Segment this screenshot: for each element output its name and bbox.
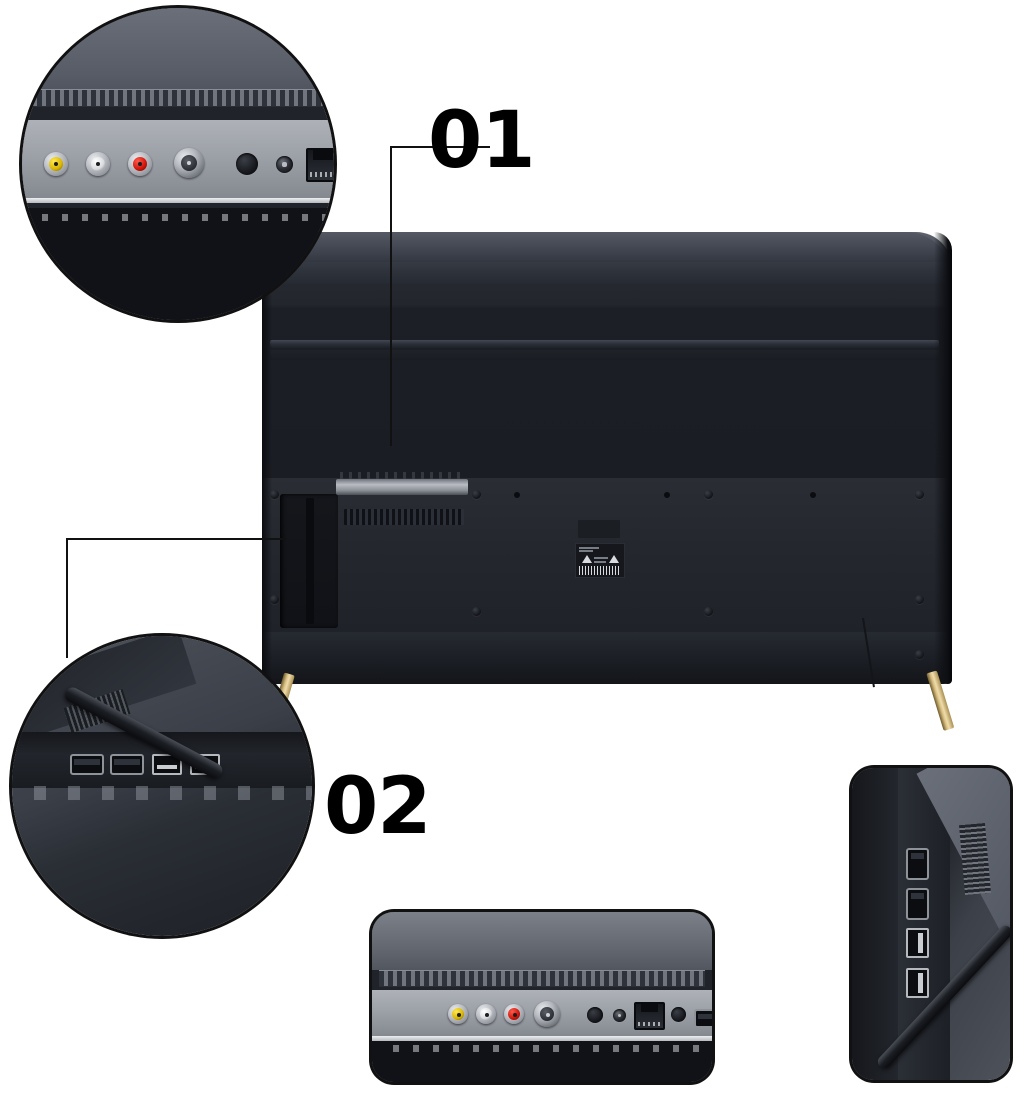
usb-port-1 bbox=[152, 754, 182, 775]
callout-01-panel-art bbox=[22, 8, 334, 320]
callout-number-01: 01 bbox=[428, 96, 536, 186]
callout-02-panel-art bbox=[12, 636, 312, 936]
tv-top-gloss-band-secondary bbox=[262, 262, 952, 284]
usb-port-1 bbox=[906, 928, 929, 958]
thumbnail-side-panel-art bbox=[852, 768, 1010, 1080]
callout-01-leader-horizontal bbox=[392, 146, 490, 148]
headphone-jack bbox=[236, 153, 258, 175]
vesa-hole bbox=[514, 492, 520, 498]
rca-audio-white bbox=[86, 152, 110, 176]
callout-02-leader-vertical bbox=[66, 538, 68, 658]
tv-horizontal-ridge bbox=[270, 340, 940, 348]
thumbnail-side-ports bbox=[852, 768, 1010, 1080]
usb-port-2 bbox=[906, 968, 929, 998]
side-edge-dark bbox=[852, 768, 898, 1080]
port-label-markings bbox=[378, 1044, 706, 1052]
ethernet-rj45-port bbox=[306, 148, 334, 182]
vesa-hole bbox=[915, 650, 924, 659]
tv-ventilation-slots bbox=[344, 509, 464, 525]
connector-mounting-plate bbox=[336, 479, 468, 495]
vesa-hole bbox=[270, 595, 279, 604]
side-port-labels bbox=[12, 786, 312, 800]
tv-right-edge-shadow bbox=[934, 232, 952, 684]
dc-power-jack bbox=[276, 156, 293, 173]
lower-bezel bbox=[22, 207, 334, 320]
thumbnail-bottom-ports bbox=[372, 912, 712, 1082]
tv-back-facet bbox=[12, 636, 197, 746]
tv-blank-plate bbox=[578, 520, 620, 538]
coax-rf-connector bbox=[174, 148, 204, 178]
tv-horizontal-ridge-shadow bbox=[270, 350, 940, 360]
tv-warning-label bbox=[575, 543, 625, 578]
dc-power-jack bbox=[613, 1009, 626, 1022]
hdmi-port-2 bbox=[906, 888, 929, 920]
connector-strip-rail bbox=[372, 1036, 712, 1042]
coax-rf-connector bbox=[534, 1001, 560, 1027]
vesa-hole bbox=[704, 607, 713, 616]
rca-audio-red bbox=[128, 152, 152, 176]
rca-video-yellow bbox=[448, 1004, 468, 1024]
tv-bottom-lip bbox=[262, 632, 952, 684]
vesa-hole bbox=[664, 492, 670, 498]
hdmi-port bbox=[694, 1009, 712, 1028]
tv-left-edge-shadow bbox=[262, 232, 272, 684]
ventilation-grille bbox=[28, 89, 328, 108]
vesa-hole bbox=[472, 490, 481, 499]
hdmi-port-2 bbox=[110, 754, 144, 775]
rca-video-yellow bbox=[44, 152, 68, 176]
callout-01-leader-vertical bbox=[390, 146, 392, 446]
vesa-hole bbox=[270, 490, 279, 499]
hdmi-port-1 bbox=[70, 754, 104, 775]
port-label-markings bbox=[28, 213, 328, 221]
side-lower-surface bbox=[12, 800, 312, 936]
callout-number-02: 02 bbox=[324, 762, 432, 852]
television-rear-body bbox=[262, 232, 952, 684]
connector-plate-markings bbox=[340, 472, 464, 479]
ethernet-rj45-port bbox=[634, 1002, 665, 1030]
connector-strip-rail bbox=[22, 198, 334, 204]
vesa-hole bbox=[915, 595, 924, 604]
vesa-hole bbox=[704, 490, 713, 499]
callout-02-leader-horizontal bbox=[66, 538, 286, 540]
service-jack bbox=[671, 1007, 686, 1022]
callout-02-magnifier bbox=[12, 636, 312, 936]
rca-audio-red bbox=[504, 1004, 524, 1024]
rca-audio-white bbox=[476, 1004, 496, 1024]
vesa-hole bbox=[472, 607, 481, 616]
thumbnail-bottom-panel-art bbox=[372, 912, 712, 1082]
callout-01-magnifier bbox=[22, 8, 334, 320]
io-recess-inner-slot bbox=[306, 498, 314, 624]
headphone-jack bbox=[587, 1007, 603, 1023]
ventilation-grille bbox=[378, 969, 706, 987]
vesa-hole bbox=[810, 492, 816, 498]
hdmi-port-1 bbox=[906, 848, 929, 880]
vesa-hole bbox=[915, 490, 924, 499]
